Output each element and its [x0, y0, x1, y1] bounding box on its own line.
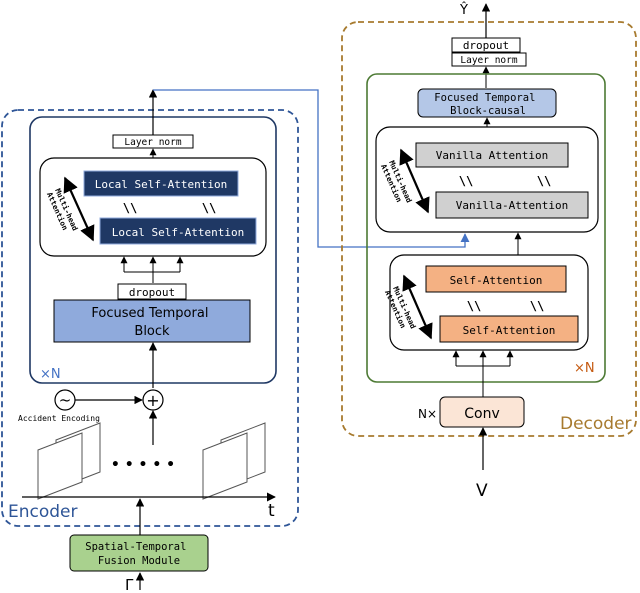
frames-ellipsis: • • • • • — [111, 457, 175, 473]
decoder-repeat-label: ×N — [574, 361, 595, 376]
conv-block — [439, 396, 525, 428]
decoder-frame — [341, 21, 637, 437]
accident-encoding-symbol: ~ — [59, 391, 72, 409]
local-self-attention-top-text: Local Self-Attention — [95, 178, 227, 191]
vanilla-multihead-arrow — [399, 148, 430, 214]
time-axis-label: t — [268, 501, 275, 521]
decoder-input-symbol: V — [476, 481, 488, 501]
decoder-layer-box — [366, 73, 606, 383]
self-slashes-left: \\ — [467, 299, 481, 313]
focused-temporal-block-text: Focused Temporal Block — [91, 306, 212, 339]
vanilla-attention-bottom — [435, 191, 589, 219]
spatial-temporal-fusion-module — [69, 534, 209, 572]
encoder-dropout — [117, 283, 187, 300]
focused-temporal-block-causal — [417, 88, 557, 118]
encoder-input-symbol: Γ — [125, 576, 134, 593]
frame-right-front — [202, 432, 248, 500]
encoder-layer-norm-text: Layer norm — [124, 137, 181, 148]
vanilla-slashes-right: \\ — [537, 174, 551, 188]
accident-encoding-label: Accident Encoding — [18, 414, 100, 423]
decoder-label: Decoder — [560, 414, 632, 434]
focused-causal-text: Focused Temporal Block-causal — [434, 92, 541, 117]
encoder-decoder-connector — [153, 89, 470, 248]
vanilla-attention-bottom-text: Vanilla-Attention — [456, 199, 569, 212]
add-node-symbol: + — [146, 391, 159, 410]
self-slashes-right: \\ — [530, 299, 544, 313]
frame-left-front — [37, 432, 83, 500]
focused-temporal-block — [53, 299, 251, 343]
self-attention-top — [425, 265, 567, 293]
self-attention-bottom — [439, 315, 579, 343]
vanilla-slashes-left: \\ — [459, 174, 473, 188]
self-attention-top-text: Self-Attention — [450, 274, 543, 287]
add-node — [142, 389, 164, 411]
encoder-slashes-left: \\ — [123, 201, 137, 215]
local-self-attention-bottom-text: Local Self-Attention — [112, 226, 244, 239]
vanilla-attention-top — [415, 142, 569, 168]
encoder-label: Encoder — [8, 502, 78, 522]
self-attention-bottom-text: Self-Attention — [463, 324, 556, 337]
self-multihead-arrow — [402, 274, 433, 340]
encoder-slashes-right: \\ — [202, 201, 216, 215]
local-self-attention-bottom — [99, 217, 257, 245]
decoder-dropout — [451, 37, 521, 53]
vanilla-attention-top-text: Vanilla Attention — [436, 149, 549, 162]
encoder-multihead-arrow — [63, 176, 95, 242]
encoder-dropout-text: dropout — [129, 286, 175, 299]
decoder-layer-norm-text: Layer norm — [460, 55, 517, 66]
decoder-output-symbol: Ŷ — [459, 2, 468, 18]
decoder-dropout-text: dropout — [463, 39, 509, 52]
encoder-repeat-label: ×N — [40, 367, 61, 382]
decoder-layer-norm — [451, 52, 527, 67]
conv-prefix: N× — [418, 407, 437, 421]
encoder-frame — [1, 109, 299, 527]
fusion-module-text: Spatial-Temporal Fusion Module — [85, 541, 192, 567]
conv-text: Conv — [464, 406, 500, 422]
